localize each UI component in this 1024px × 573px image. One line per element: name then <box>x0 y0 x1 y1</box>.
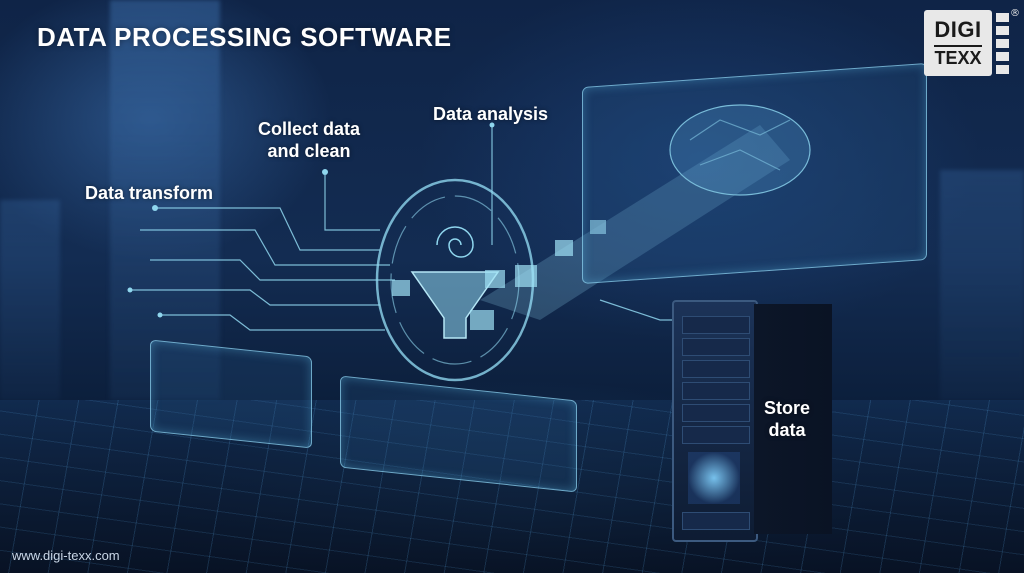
analysis-dashboard-panel <box>582 62 927 285</box>
brain-icon <box>669 104 811 196</box>
label-data-analysis: Data analysis <box>433 104 549 124</box>
website-url: www.digi-texx.com <box>12 548 120 563</box>
city-tower <box>110 0 220 400</box>
grid-floor <box>0 400 1024 573</box>
registered-mark: ® <box>1010 8 1020 19</box>
data-beam <box>480 125 790 320</box>
server-rack <box>672 300 832 542</box>
label-collect-clean: Collect data and clean <box>258 119 361 161</box>
chart-panel-left <box>150 339 312 449</box>
logo-text-digi: DIGI <box>934 17 982 42</box>
city-tower <box>0 200 60 400</box>
film-strip-icon <box>996 13 1009 74</box>
data-cubes <box>392 220 606 330</box>
page-title: DATA PROCESSING SOFTWARE <box>37 22 452 52</box>
label-data-transform: Data transform <box>85 183 214 203</box>
label-store-data: Store data <box>764 398 811 440</box>
data-cube-icon <box>688 452 740 504</box>
digi-texx-logo: DIGI TEXX ® <box>924 8 1020 76</box>
logo-text-texx: TEXX <box>934 45 982 67</box>
city-tower <box>940 170 1024 400</box>
